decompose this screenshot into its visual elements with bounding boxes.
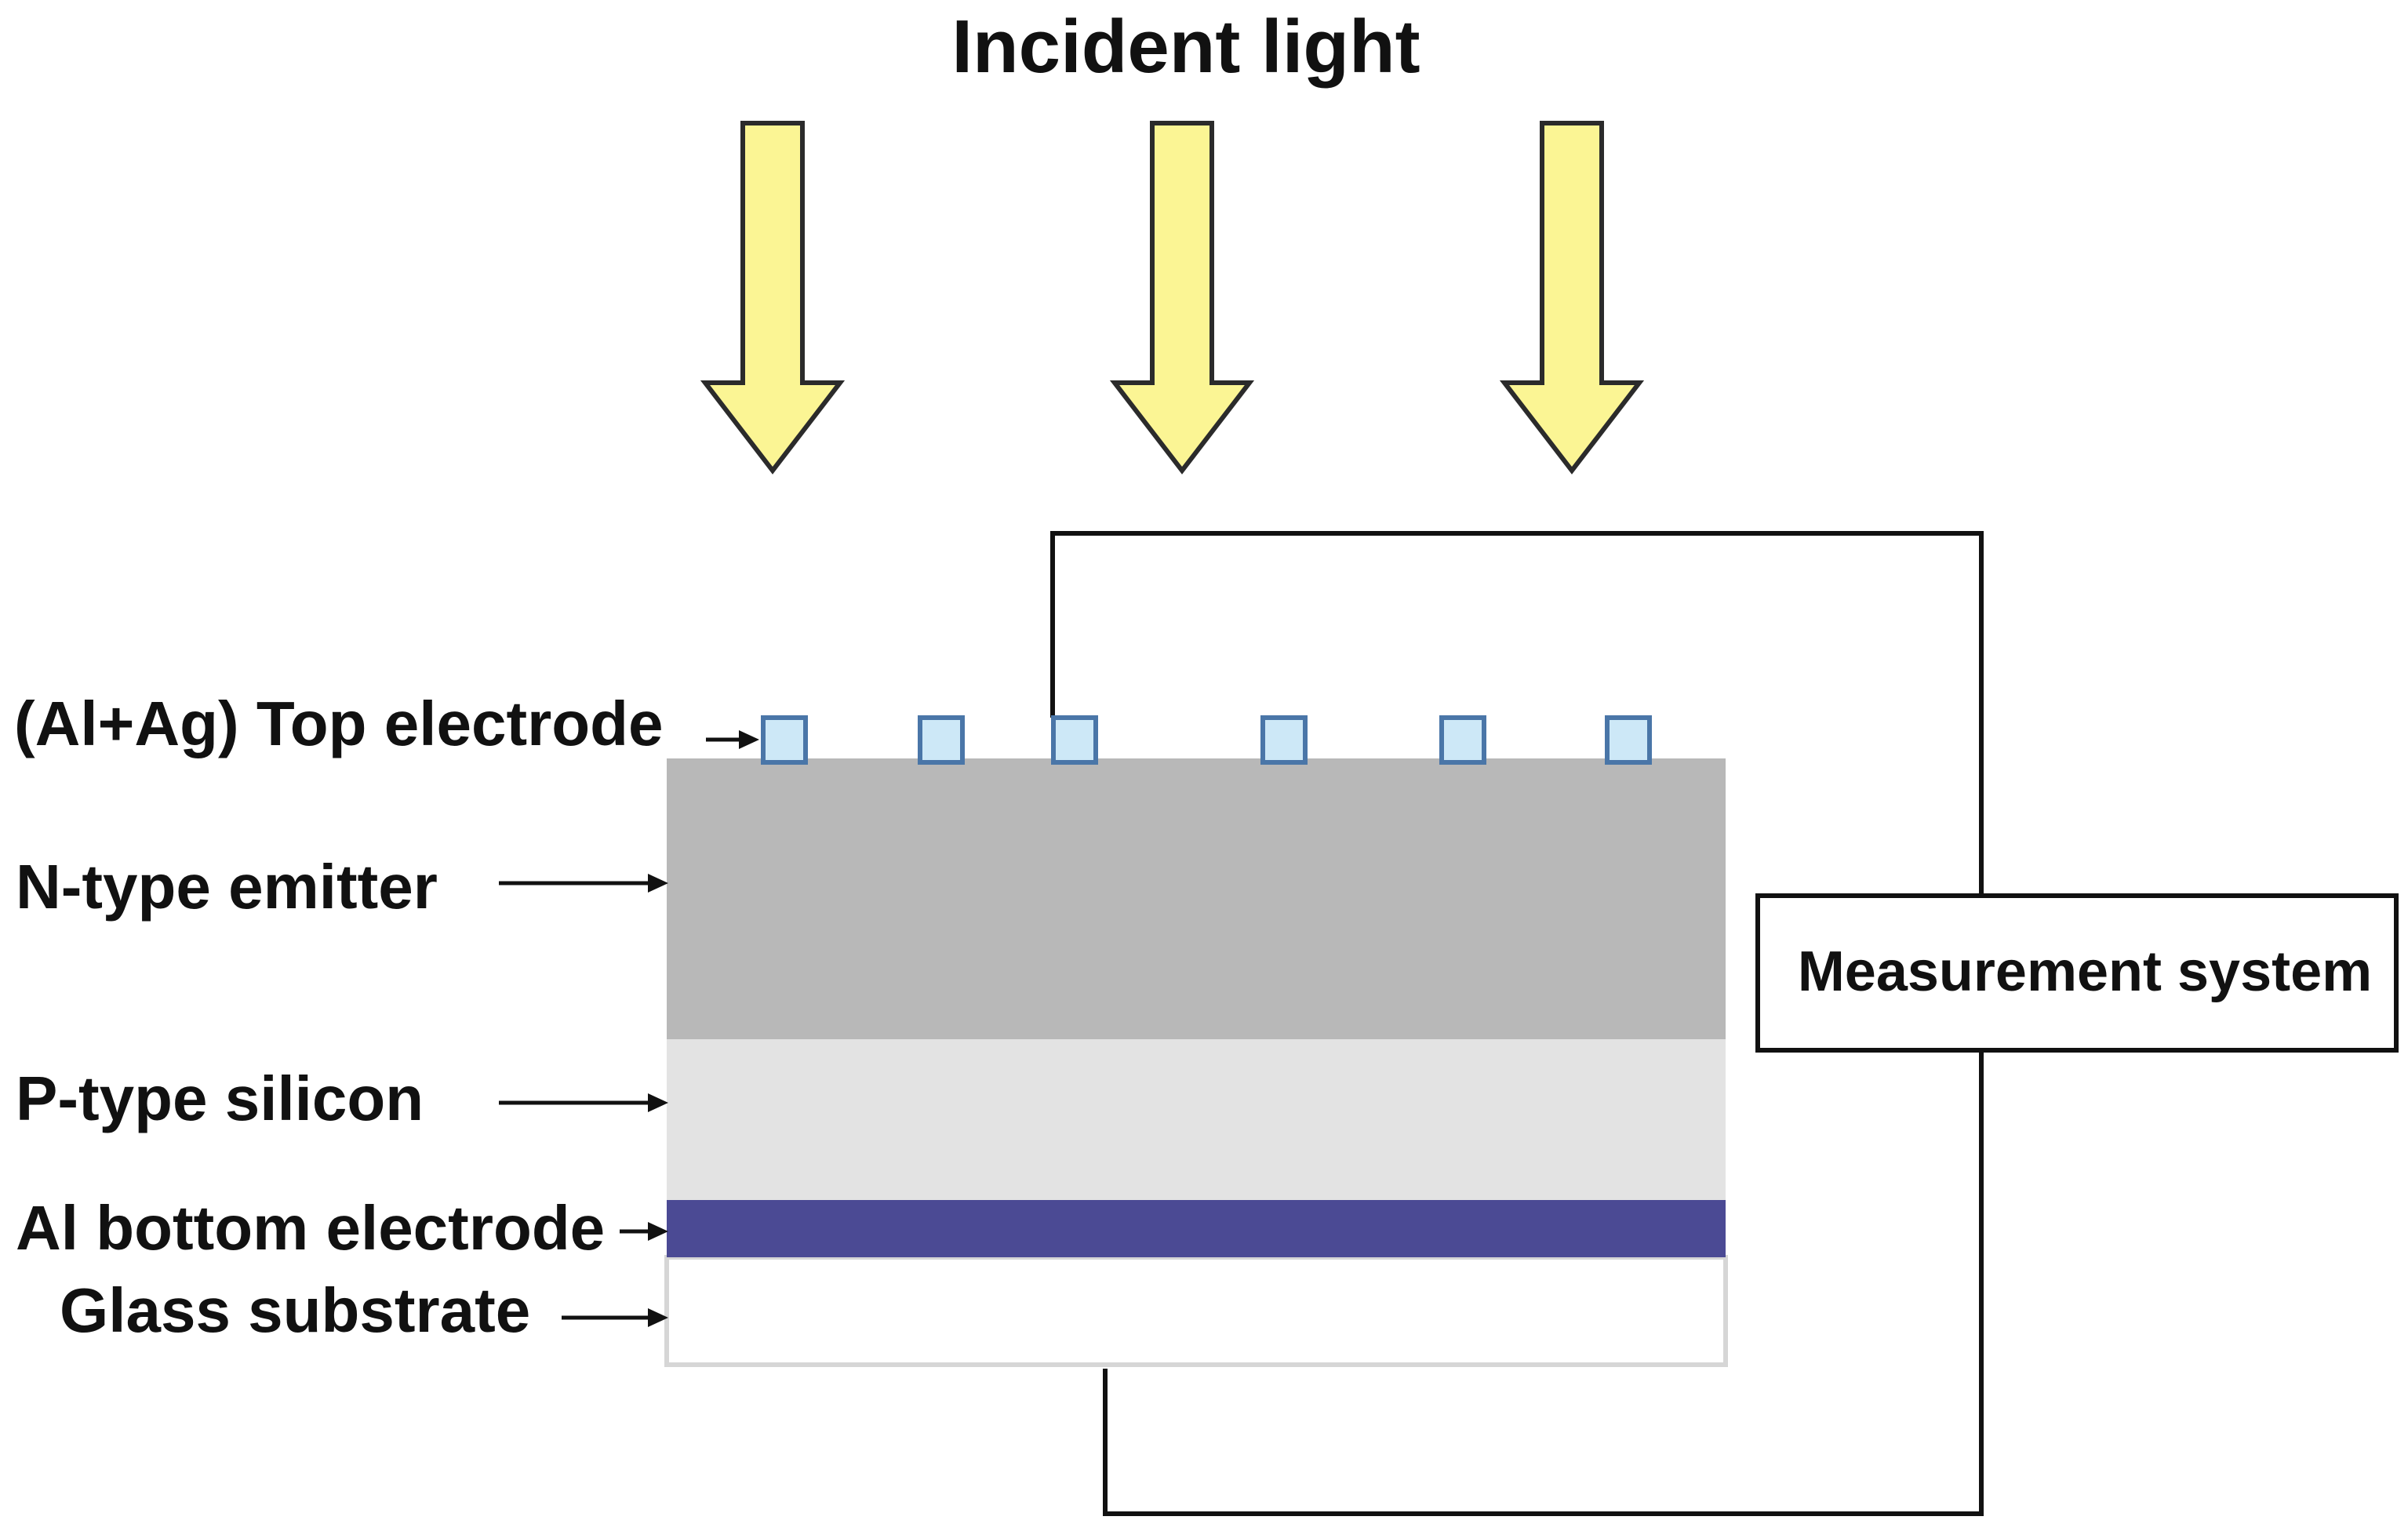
circuit-wire-bottom [1103, 1050, 1984, 1516]
glass-substrate-layer [664, 1255, 1728, 1367]
incident-light-arrows [700, 121, 1645, 475]
pointer-top-electrode-head [739, 730, 759, 749]
top-electrode-1 [761, 715, 808, 765]
measurement-system-label: Measurement system [1798, 940, 2372, 1003]
light-arrow-3 [1499, 121, 1645, 475]
label-n-type: N-type emitter [16, 852, 438, 922]
circuit-wire-top [1050, 531, 1984, 896]
top-electrode-2 [918, 715, 965, 765]
pointer-p-type-head [648, 1093, 668, 1112]
light-arrow-2 [1109, 121, 1255, 475]
cell-layer-stack [664, 758, 1728, 1367]
top-electrode-4 [1260, 715, 1308, 765]
al-bottom-electrode-layer [667, 1200, 1726, 1257]
layer-labels: (Al+Ag) Top electrode N-type emitter P-t… [14, 689, 759, 1345]
pointer-bottom-electrode-head [648, 1222, 668, 1241]
p-type-silicon-layer [667, 1039, 1726, 1200]
top-electrode-6 [1605, 715, 1652, 765]
light-arrow-1 [700, 121, 846, 475]
label-top-electrode: (Al+Ag) Top electrode [14, 689, 663, 758]
measurement-system-box [1755, 893, 2399, 1053]
n-type-emitter-layer [667, 758, 1726, 1039]
incident-light-title: Incident light [951, 5, 1420, 89]
top-electrode-3 [1051, 715, 1098, 765]
top-electrodes [761, 715, 1652, 765]
pointer-glass-head [648, 1308, 668, 1327]
measurement-system: Measurement system [1755, 893, 2399, 1053]
top-electrode-5 [1439, 715, 1486, 765]
label-p-type: P-type silicon [16, 1064, 424, 1133]
label-glass: Glass substrate [60, 1275, 530, 1345]
pointer-n-type-head [648, 874, 668, 893]
label-bottom-electrode: Al bottom electrode [16, 1193, 605, 1263]
